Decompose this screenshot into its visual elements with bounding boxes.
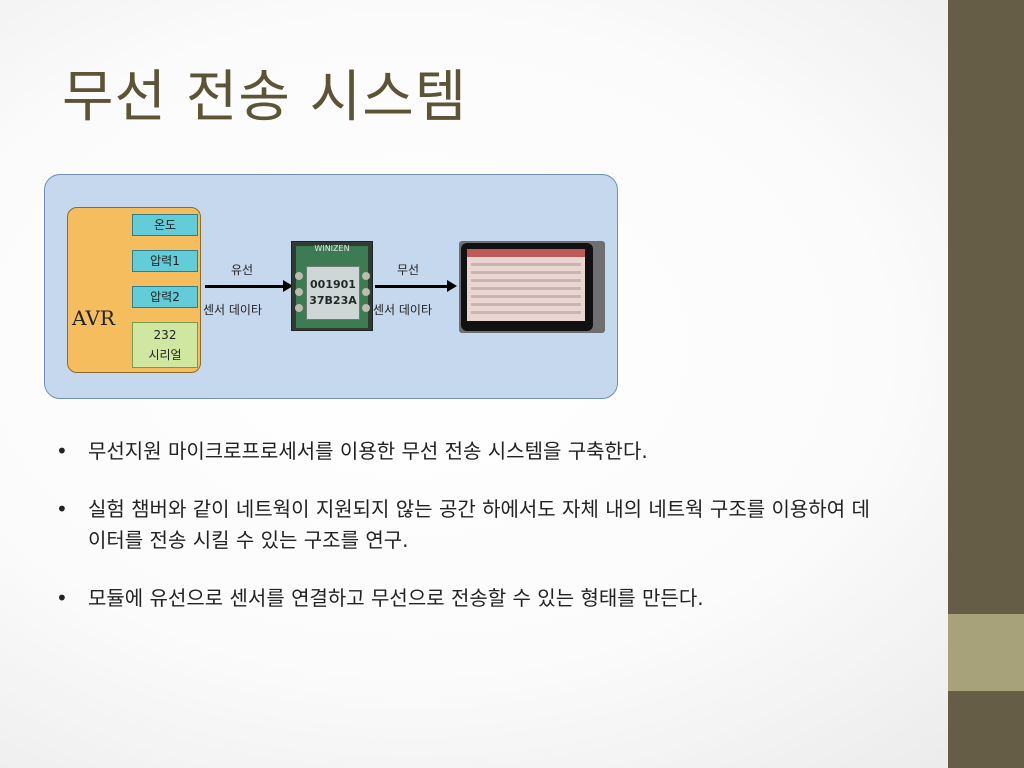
bullet-list: 무선지원 마이크로프로세서를 이용한 무선 전송 시스템을 구축한다. 실험 챔… — [56, 436, 876, 641]
avr-box: AVR 온도 압력1 압력2 232 시리얼 — [67, 207, 201, 373]
module-brand: WINIZEN — [314, 244, 350, 253]
serial-line-1: 232 — [153, 328, 177, 342]
serial-box: 232 시리얼 — [132, 322, 198, 368]
tablet-row — [471, 311, 581, 314]
tablet-row — [471, 287, 581, 290]
system-diagram: AVR 온도 압력1 압력2 232 시리얼 유선 센서 데이타 WINIZEN… — [44, 174, 618, 399]
wireless-label: 무선 — [397, 263, 420, 277]
chip-line-1: 001901 — [310, 278, 356, 291]
tablet-screen — [467, 249, 585, 321]
wired-arrow — [205, 280, 293, 292]
bullet-item: 무선지원 마이크로프로세서를 이용한 무선 전송 시스템을 구축한다. — [56, 436, 876, 467]
wireless-module-image: WINIZEN 001901 37B23A — [291, 241, 373, 331]
sensor-temperature: 온도 — [132, 214, 198, 236]
tablet-header-bar — [467, 249, 585, 257]
tablet-row — [471, 263, 581, 266]
wireless-data-label: 센서 데이타 — [373, 303, 433, 317]
tablet-row — [471, 303, 581, 306]
sidebar-accent-block — [948, 614, 1024, 691]
bullet-item: 실험 챔버와 같이 네트웍이 지원되지 않는 공간 하에서도 자체 내의 네트웍… — [56, 494, 876, 556]
module-pin — [295, 304, 303, 312]
chip-line-2: 37B23A — [309, 294, 357, 307]
module-pin — [295, 288, 303, 296]
wireless-arrow — [375, 280, 457, 292]
bullet-item: 모듈에 유선으로 센서를 연결하고 무선으로 전송할 수 있는 형태를 만든다. — [56, 583, 876, 614]
sensor-pressure-1: 압력1 — [132, 250, 198, 272]
avr-label: AVR — [72, 306, 115, 330]
module-pin — [362, 304, 370, 312]
tablet-row — [471, 279, 581, 282]
module-chip: 001901 37B23A — [306, 266, 360, 320]
tablet-row — [471, 295, 581, 298]
serial-line-2: 시리얼 — [148, 348, 182, 362]
module-pin — [362, 272, 370, 280]
module-pin — [295, 272, 303, 280]
tablet-image — [459, 241, 605, 333]
tablet-row — [471, 271, 581, 274]
wired-label: 유선 — [231, 263, 254, 277]
slide-title: 무선 전송 시스템 — [62, 65, 468, 130]
wired-data-label: 센서 데이타 — [203, 303, 263, 317]
sensor-pressure-2: 압력2 — [132, 286, 198, 308]
module-pin — [362, 288, 370, 296]
